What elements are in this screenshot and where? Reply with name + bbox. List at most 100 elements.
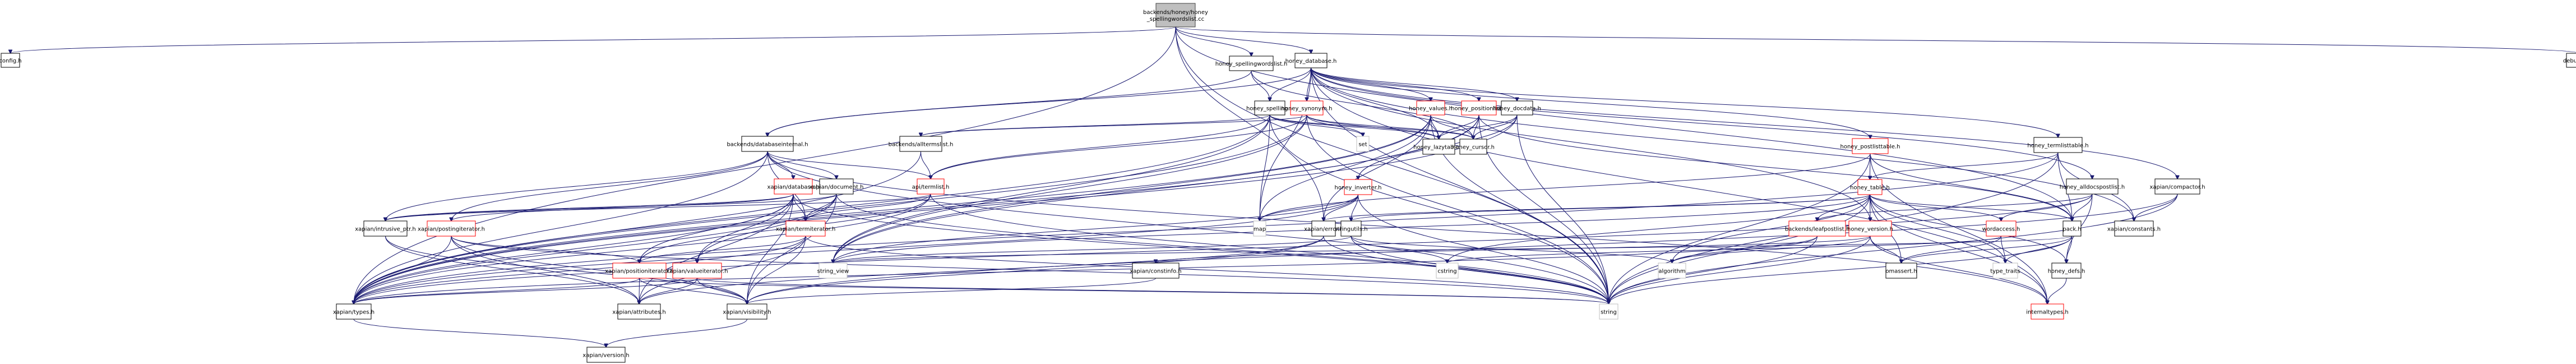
node-label-typetraits: type_traits bbox=[1990, 269, 2020, 275]
edge-hspell-to-string bbox=[1269, 114, 1609, 304]
edge-hval-to-xtypes bbox=[354, 114, 1431, 304]
edge-hsyn-to-apiterm bbox=[931, 114, 1307, 179]
edge-pack-to-string bbox=[1609, 236, 2073, 304]
node-allterms[interactable]: backends/alltermslist.h bbox=[889, 136, 954, 152]
node-label-xvis: xapian/visibility.h bbox=[723, 310, 771, 316]
node-hdefs[interactable]: honey_defs.h bbox=[2048, 262, 2085, 279]
node-box-leafpl bbox=[1788, 220, 1846, 237]
edge-hpos-to-pack bbox=[1478, 114, 2072, 221]
node-hval[interactable]: honey_values.h bbox=[1409, 100, 1453, 116]
node-xposit[interactable]: xapian/positioniterator.h bbox=[605, 262, 674, 279]
node-hcursor[interactable]: honey_cursor.h bbox=[1452, 139, 1495, 155]
edge-xvalit-to-xtypes bbox=[354, 278, 697, 304]
node-hswl[interactable]: honey_spellingwordslist.h bbox=[1215, 56, 1288, 71]
node-box-typetraits bbox=[1992, 262, 2018, 279]
edge-hspell-to-set bbox=[1269, 114, 1363, 136]
node-apiterm[interactable]: api/termlist.h bbox=[912, 178, 950, 195]
edge-htable-to-typetraits bbox=[1870, 194, 2006, 263]
edge-hpostlist-to-pack bbox=[1870, 153, 2072, 221]
edge-xerror-to-xattrs bbox=[639, 236, 1324, 304]
node-map: map bbox=[1253, 220, 1266, 237]
node-label-strutils: stringutils.h bbox=[1334, 227, 1367, 233]
node-dbint[interactable]: backends/databaseinternal.h bbox=[727, 136, 808, 152]
node-label-dbint: backends/databaseinternal.h bbox=[727, 142, 808, 148]
edge-hval-to-map bbox=[1260, 114, 1431, 221]
edge-xdocument-to-xtypes bbox=[354, 193, 837, 304]
node-box-hdoc bbox=[1501, 100, 1533, 116]
edge-xconstinfo-to-xvis bbox=[747, 278, 1156, 304]
edge-xvis-to-xversion bbox=[606, 319, 747, 347]
edge-dbint-to-xdatabase bbox=[767, 151, 793, 179]
node-label-map: map bbox=[1254, 227, 1266, 233]
edge-leafpl-to-algorithm bbox=[1672, 236, 1817, 263]
edge-hdefs-to-internaltypes bbox=[2047, 278, 2067, 304]
edge-hdb-to-hlazy bbox=[1311, 67, 1439, 139]
node-xconstants[interactable]: xapian/constants.h bbox=[2107, 220, 2161, 237]
node-xerror[interactable]: xapian/error.h bbox=[1304, 220, 1343, 237]
node-hdb[interactable]: honey_database.h bbox=[1285, 53, 1337, 68]
node-box-set bbox=[1356, 136, 1370, 152]
node-box-omassert bbox=[1885, 262, 1917, 279]
edge-xtermit-to-xposit bbox=[640, 236, 806, 263]
node-strutils[interactable]: stringutils.h bbox=[1334, 220, 1368, 237]
edge-xposit-to-xvis bbox=[639, 278, 747, 304]
node-debuglog[interactable]: debuglog.h bbox=[2563, 53, 2576, 68]
node-omassert[interactable]: omassert.h bbox=[1885, 262, 1917, 279]
node-box-hpos bbox=[1461, 100, 1497, 116]
node-xpostit[interactable]: xapian/postingiterator.h bbox=[418, 220, 485, 237]
edge-xdatabase-to-xintrusive bbox=[386, 193, 794, 221]
node-xdocument[interactable]: xapian/document.h bbox=[810, 178, 864, 195]
node-hpostlist[interactable]: honey_postlisttable.h bbox=[1840, 138, 1900, 154]
node-label-hspell: honey_spelling.h bbox=[1246, 106, 1293, 112]
node-algorithm: algorithm bbox=[1658, 262, 1686, 279]
node-label-hdoc: honey_docdata.h bbox=[1493, 106, 1541, 112]
node-label-xconstinfo: xapian/constinfo.h bbox=[1130, 269, 1181, 275]
edge-apiterm-to-xtermit bbox=[806, 193, 931, 221]
node-xintrusive[interactable]: xapian/intrusive_ptr.h bbox=[355, 220, 416, 237]
node-hspell[interactable]: honey_spelling.h bbox=[1246, 100, 1293, 116]
node-xvalit[interactable]: xapian/valueiterator.h bbox=[666, 262, 728, 279]
edge-hspell-to-strview bbox=[833, 114, 1270, 263]
node-wordaccess[interactable]: wordaccess.h bbox=[1982, 220, 2020, 237]
node-label-hversion: honey_version.h bbox=[1847, 227, 1893, 233]
node-box-xconstants bbox=[2114, 220, 2154, 237]
node-hlazy[interactable]: honey_lazytable.h bbox=[1413, 139, 1464, 155]
node-xconstinfo[interactable]: xapian/constinfo.h bbox=[1130, 262, 1182, 279]
node-hdoc[interactable]: honey_docdata.h bbox=[1493, 100, 1541, 116]
node-strview: string_view bbox=[817, 262, 849, 279]
node-xdatabase[interactable]: xapian/database.h bbox=[767, 178, 820, 195]
node-hsyn[interactable]: honey_synonym.h bbox=[1282, 100, 1333, 116]
node-label-hpostlist: honey_postlisttable.h bbox=[1840, 144, 1900, 150]
node-config[interactable]: config.h bbox=[0, 53, 22, 68]
node-xvis[interactable]: xapian/visibility.h bbox=[723, 303, 771, 320]
node-hpos[interactable]: honey_positionlist.h bbox=[1451, 100, 1507, 116]
node-hversion[interactable]: honey_version.h bbox=[1847, 220, 1893, 237]
node-pack[interactable]: pack.h bbox=[2062, 220, 2082, 237]
node-label-xtermit: xapian/termiterator.h bbox=[776, 227, 836, 233]
node-label-hcursor: honey_cursor.h bbox=[1452, 145, 1495, 151]
node-hinverter[interactable]: honey_inverter.h bbox=[1335, 179, 1382, 195]
edge-xtermit-to-xvis bbox=[747, 236, 806, 304]
node-box-root bbox=[1155, 3, 1196, 27]
node-xtermit[interactable]: xapian/termiterator.h bbox=[776, 220, 836, 237]
edge-hversion-to-algorithm bbox=[1672, 236, 1871, 263]
node-label-xattrs: xapian/attributes.h bbox=[612, 310, 665, 316]
node-hterm[interactable]: honey_termlisttable.h bbox=[2027, 137, 2089, 153]
node-htable[interactable]: honey_table.h bbox=[1850, 179, 1890, 195]
node-xtypes[interactable]: xapian/types.h bbox=[333, 303, 374, 320]
node-xattrs[interactable]: xapian/attributes.h bbox=[612, 303, 666, 320]
node-xcompactor[interactable]: xapian/compactor.h bbox=[2149, 178, 2205, 195]
edge-root-to-xerror bbox=[1175, 26, 1324, 221]
node-box-hsyn bbox=[1290, 100, 1324, 116]
edge-xtypes-to-xversion bbox=[353, 319, 606, 347]
edge-xintrusive-to-xvis bbox=[385, 236, 747, 304]
edge-hdb-to-xcompactor bbox=[1311, 67, 2178, 179]
node-label-hlazy: honey_lazytable.h bbox=[1413, 145, 1464, 151]
node-box-hversion bbox=[1848, 220, 1892, 237]
node-root[interactable]: backends/honey/honey_spellingwordslist.c… bbox=[1143, 3, 1208, 27]
node-leafpl[interactable]: backends/leafpostlist.h bbox=[1785, 220, 1849, 237]
node-xversion[interactable]: xapian/version.h bbox=[582, 347, 630, 363]
node-halldocs[interactable]: honey_alldocspostlist.h bbox=[2060, 178, 2125, 195]
node-internaltypes[interactable]: internaltypes.h bbox=[2026, 303, 2069, 320]
edge-hpostlist-to-string bbox=[1609, 153, 1871, 304]
